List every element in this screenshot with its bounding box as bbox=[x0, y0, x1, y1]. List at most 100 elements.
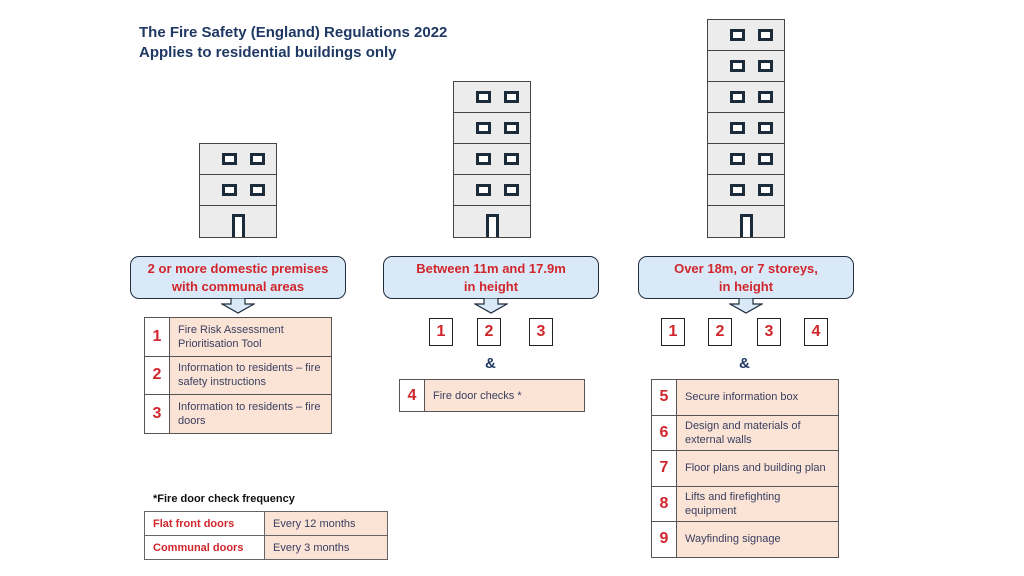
callout-line: Between 11m and 17.9m bbox=[416, 261, 566, 276]
requirement-number: 3 bbox=[144, 394, 170, 434]
window-icon bbox=[504, 184, 519, 196]
criteria-callout: Between 11m and 17.9m in height bbox=[383, 256, 599, 299]
requirement-text: Information to residents – fire safety i… bbox=[169, 355, 332, 395]
building-floor bbox=[708, 20, 784, 51]
inherited-requirement-badge: 4 bbox=[804, 318, 828, 346]
requirement-number: 6 bbox=[651, 414, 677, 451]
inherited-requirement-badge: 2 bbox=[477, 318, 501, 346]
window-icon bbox=[730, 153, 745, 165]
inherited-requirement-badge: 1 bbox=[429, 318, 453, 346]
building bbox=[707, 19, 785, 238]
building-floor bbox=[708, 206, 784, 237]
requirement-text: Secure information box bbox=[676, 379, 839, 416]
criteria-callout: 2 or more domestic premises with communal… bbox=[130, 256, 346, 299]
window-icon bbox=[504, 91, 519, 103]
requirement-text: Information to residents – fire doors bbox=[169, 394, 332, 434]
inherited-requirement-badge: 3 bbox=[529, 318, 553, 346]
callout-line: Over 18m, or 7 storeys, bbox=[674, 261, 818, 276]
building-floor bbox=[708, 51, 784, 82]
page-title: The Fire Safety (England) Regulations 20… bbox=[139, 23, 447, 63]
inherited-requirement-badge: 1 bbox=[661, 318, 685, 346]
window-icon bbox=[222, 184, 237, 196]
callout-line: in height bbox=[463, 279, 519, 294]
window-icon bbox=[758, 153, 773, 165]
window-icon bbox=[758, 122, 773, 134]
requirement-text: Wayfinding signage bbox=[676, 521, 839, 558]
criteria-callout: Over 18m, or 7 storeys, in height bbox=[638, 256, 854, 299]
door-type: Communal doors bbox=[144, 535, 265, 560]
window-icon bbox=[730, 184, 745, 196]
door-icon bbox=[486, 214, 499, 237]
door-icon bbox=[232, 214, 245, 237]
building-floor bbox=[454, 82, 530, 113]
building bbox=[453, 81, 531, 238]
building bbox=[199, 143, 277, 238]
window-icon bbox=[476, 184, 491, 196]
window-icon bbox=[758, 184, 773, 196]
check-interval: Every 3 months bbox=[264, 535, 388, 560]
ampersand: & bbox=[485, 355, 496, 372]
window-icon bbox=[504, 153, 519, 165]
building-floor bbox=[200, 144, 276, 175]
window-icon bbox=[250, 184, 265, 196]
window-icon bbox=[730, 91, 745, 103]
requirement-number: 4 bbox=[399, 379, 425, 412]
requirement-number: 8 bbox=[651, 485, 677, 522]
down-arrow-icon bbox=[221, 298, 255, 314]
requirement-number: 5 bbox=[651, 379, 677, 416]
window-icon bbox=[222, 153, 237, 165]
requirement-text: Lifts and firefighting equipment bbox=[676, 485, 839, 522]
building-floor bbox=[200, 175, 276, 206]
requirement-text: Design and materials of external walls bbox=[676, 414, 839, 451]
window-icon bbox=[730, 60, 745, 72]
window-icon bbox=[758, 91, 773, 103]
requirement-number: 1 bbox=[144, 317, 170, 357]
building-floor bbox=[708, 175, 784, 206]
ampersand: & bbox=[739, 355, 750, 372]
requirement-number: 9 bbox=[651, 521, 677, 558]
building-floor bbox=[200, 206, 276, 237]
requirement-text: Floor plans and building plan bbox=[676, 450, 839, 487]
window-icon bbox=[758, 29, 773, 41]
frequency-title: *Fire door check frequency bbox=[153, 493, 295, 505]
down-arrow-icon bbox=[474, 298, 508, 314]
window-icon bbox=[476, 153, 491, 165]
inherited-requirement-badge: 3 bbox=[757, 318, 781, 346]
requirement-number: 7 bbox=[651, 450, 677, 487]
building-floor bbox=[454, 175, 530, 206]
window-icon bbox=[730, 29, 745, 41]
building-floor bbox=[454, 144, 530, 175]
callout-line: with communal areas bbox=[171, 279, 305, 294]
requirement-text: Fire Risk Assessment Prioritisation Tool bbox=[169, 317, 332, 357]
building-floor bbox=[454, 206, 530, 237]
window-icon bbox=[730, 122, 745, 134]
window-icon bbox=[758, 60, 773, 72]
check-interval: Every 12 months bbox=[264, 511, 388, 536]
building-floor bbox=[708, 113, 784, 144]
inherited-requirement-badge: 2 bbox=[708, 318, 732, 346]
title-line-2: Applies to residential buildings only bbox=[139, 44, 397, 61]
window-icon bbox=[476, 91, 491, 103]
building-floor bbox=[454, 113, 530, 144]
door-type: Flat front doors bbox=[144, 511, 265, 536]
callout-line: in height bbox=[718, 279, 774, 294]
window-icon bbox=[250, 153, 265, 165]
requirement-number: 2 bbox=[144, 355, 170, 395]
window-icon bbox=[476, 122, 491, 134]
callout-line: 2 or more domestic premises bbox=[147, 261, 329, 276]
window-icon bbox=[504, 122, 519, 134]
building-floor bbox=[708, 82, 784, 113]
